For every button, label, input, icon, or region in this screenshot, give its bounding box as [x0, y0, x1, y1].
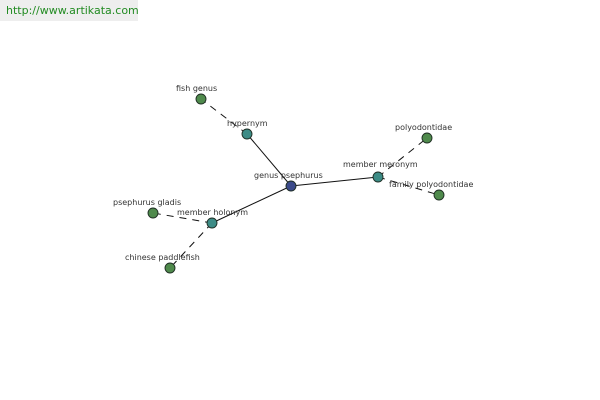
node-hol[interactable]	[206, 217, 218, 229]
edge-root-mer	[290, 176, 379, 187]
url-bar: http://www.artikata.com	[0, 0, 139, 21]
node-fg[interactable]	[195, 93, 207, 105]
node-label-poly: polyodontidae	[395, 123, 452, 132]
node-poly[interactable]	[421, 132, 433, 144]
node-label-hyp: hypernym	[227, 119, 268, 128]
node-label-root: genus psephurus	[254, 171, 323, 180]
node-label-fampoly: family polyodontidae	[389, 180, 473, 189]
edge-hol-cpf	[169, 222, 213, 269]
edge-mer-fampoly	[377, 176, 440, 196]
node-gladis[interactable]	[147, 207, 159, 219]
edge-mer-poly	[377, 137, 428, 178]
node-hyp[interactable]	[241, 128, 253, 140]
node-cpf[interactable]	[164, 262, 176, 274]
node-mer[interactable]	[372, 171, 384, 183]
graph-labels: genus psephurus hypernym member meronym mem…	[113, 84, 473, 262]
edge-hol-gladis	[152, 212, 213, 224]
node-label-mer: member meronym	[343, 160, 418, 169]
edge-root-hyp	[246, 133, 292, 187]
edge-root-hol	[211, 185, 292, 224]
node-label-fg: fish genus	[176, 84, 217, 93]
node-root[interactable]	[285, 180, 297, 192]
node-label-cpf: chinese paddlefish	[125, 253, 200, 262]
graph-nodes	[147, 93, 445, 274]
edge-hyp-fg	[200, 98, 248, 135]
node-label-gladis: psephurus gladis	[113, 198, 181, 207]
node-label-hol: member holonym	[177, 208, 248, 217]
graph-edges	[152, 98, 440, 269]
site-url-link[interactable]: http://www.artikata.com	[6, 4, 139, 17]
node-fampoly[interactable]	[433, 189, 445, 201]
